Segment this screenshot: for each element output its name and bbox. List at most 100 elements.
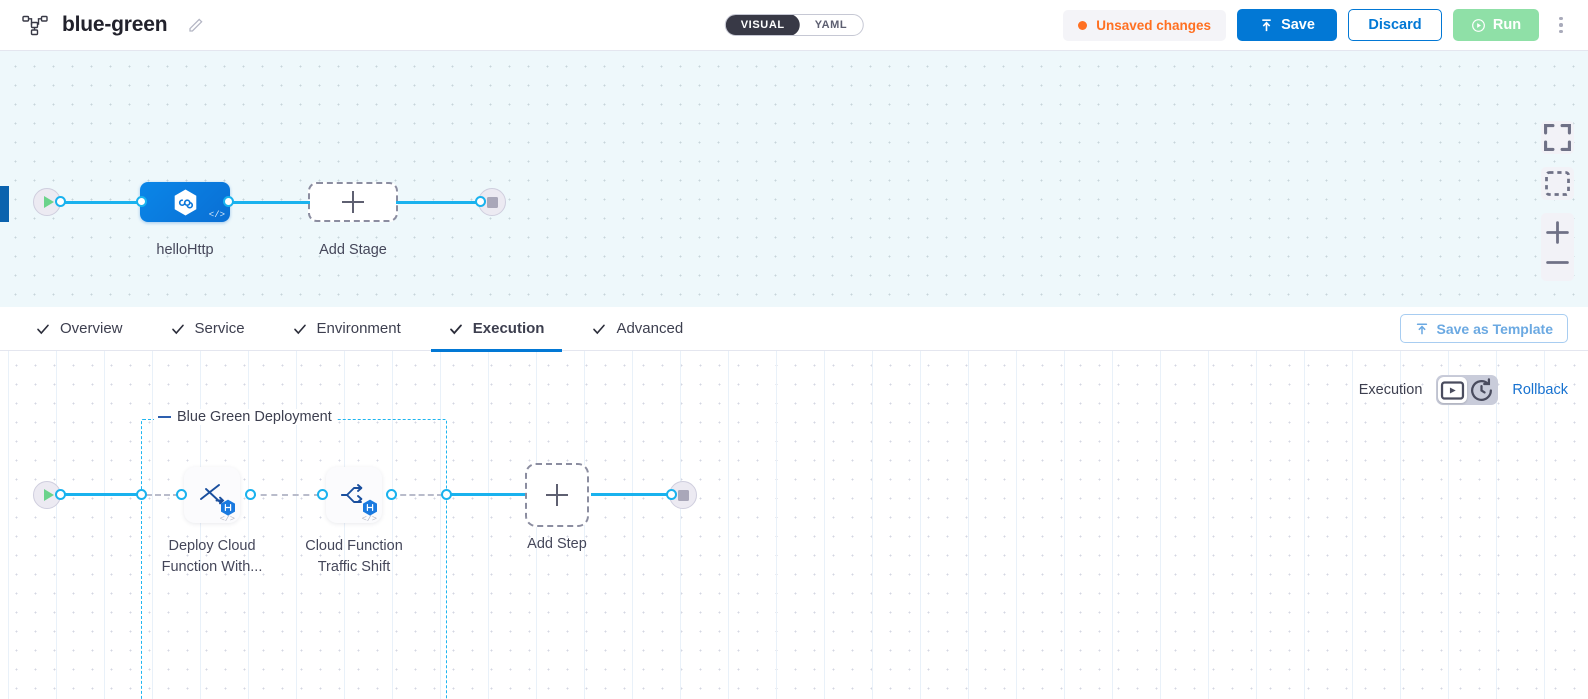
pencil-icon[interactable] bbox=[187, 17, 204, 34]
edge-group-to-addstep bbox=[451, 493, 525, 496]
add-step-label: Add Step bbox=[527, 536, 587, 552]
stop-icon bbox=[677, 489, 689, 501]
check-icon bbox=[592, 322, 606, 336]
code-glyph-icon: </> bbox=[208, 210, 225, 220]
add-stage-button[interactable] bbox=[308, 182, 398, 222]
tab-execution[interactable]: Execution bbox=[430, 307, 563, 352]
port-hellohttp-out[interactable] bbox=[223, 196, 234, 207]
canvas-left-accent bbox=[0, 186, 9, 222]
step-label-cloud-function-traffic-shift: Cloud Function Traffic Shift bbox=[294, 536, 414, 578]
edge-step1-to-step2 bbox=[250, 494, 320, 496]
port-step2-out[interactable] bbox=[386, 489, 397, 500]
tab-label: Execution bbox=[472, 320, 545, 337]
tab-label: Advanced bbox=[616, 320, 684, 337]
run-label: Run bbox=[1492, 17, 1522, 33]
save-label: Save bbox=[1281, 17, 1315, 33]
kebab-menu-icon[interactable] bbox=[1550, 10, 1572, 40]
stage-canvas[interactable]: </> helloHttp Add Stage bbox=[0, 51, 1588, 307]
view-mode-toggle[interactable]: VISUAL YAML bbox=[724, 14, 864, 36]
port-step2-in[interactable] bbox=[317, 489, 328, 500]
stage-label-hellohttp: helloHttp bbox=[156, 242, 214, 258]
zoom-controls bbox=[1541, 213, 1574, 281]
stage-group-title[interactable]: Blue Green Deployment bbox=[154, 409, 336, 425]
port-end-in[interactable] bbox=[666, 489, 677, 500]
pipeline-icon bbox=[22, 14, 48, 36]
toggle-visual[interactable]: VISUAL bbox=[725, 15, 800, 35]
check-icon bbox=[449, 322, 463, 336]
edge-addstep-to-end bbox=[591, 493, 670, 496]
harness-hex-badge bbox=[221, 499, 235, 516]
execution-canvas[interactable]: Execution Rollback bbox=[0, 351, 1588, 699]
edge-addstage-to-end bbox=[396, 201, 480, 204]
code-glyph-icon: </> bbox=[219, 514, 235, 524]
selection-box-icon[interactable] bbox=[1541, 167, 1574, 200]
port-hellohttp-in[interactable] bbox=[136, 196, 147, 207]
zoom-in-icon[interactable] bbox=[1541, 217, 1574, 247]
upload-icon bbox=[1416, 322, 1427, 334]
check-icon bbox=[36, 322, 50, 336]
tab-advanced[interactable]: Advanced bbox=[574, 307, 701, 351]
toggle-yaml[interactable]: YAML bbox=[814, 19, 848, 31]
check-icon bbox=[171, 322, 185, 336]
hexagon-link-icon bbox=[174, 188, 196, 216]
step-node-deploy-cloud-function[interactable]: </> bbox=[184, 467, 240, 524]
collapse-dash-icon[interactable] bbox=[158, 416, 171, 418]
save-as-template-label: Save as Template bbox=[1436, 320, 1553, 337]
header-left: blue-green bbox=[0, 13, 204, 37]
port-step1-in[interactable] bbox=[176, 489, 187, 500]
run-button[interactable]: Run bbox=[1453, 9, 1539, 41]
step-label-deploy-cloud-function: Deploy Cloud Function With... bbox=[152, 536, 272, 578]
stage-group-label: Blue Green Deployment bbox=[177, 409, 332, 425]
step-label-line1: Cloud Function bbox=[305, 538, 403, 554]
rollout-strategy-icon[interactable] bbox=[1438, 377, 1468, 403]
harness-hex-badge bbox=[363, 499, 377, 516]
step-label-line2: Function With... bbox=[161, 559, 263, 575]
save-button[interactable]: Save bbox=[1237, 9, 1337, 41]
upload-arrow-icon bbox=[1262, 18, 1271, 31]
port-step1-out[interactable] bbox=[245, 489, 256, 500]
tab-environment[interactable]: Environment bbox=[275, 307, 419, 351]
deploy-cloud-function-icon bbox=[200, 484, 225, 505]
rollback-link[interactable]: Rollback bbox=[1512, 382, 1568, 398]
port-group-out[interactable] bbox=[441, 489, 452, 500]
tab-label: Overview bbox=[60, 320, 123, 337]
play-icon bbox=[43, 489, 54, 501]
page-title: blue-green bbox=[62, 13, 168, 36]
edge-group-to-step1 bbox=[146, 494, 179, 496]
visual-yaml-toggle[interactable]: VISUAL YAML bbox=[724, 14, 864, 36]
header-actions: Unsaved changes Save Discard Run bbox=[1063, 9, 1588, 41]
execution-controls: Execution Rollback bbox=[1359, 375, 1568, 405]
unsaved-changes-label: Unsaved changes bbox=[1096, 17, 1211, 33]
discard-button[interactable]: Discard bbox=[1348, 9, 1442, 41]
step-node-cloud-function-traffic-shift[interactable]: </> bbox=[326, 467, 382, 524]
port-start-out[interactable] bbox=[55, 196, 66, 207]
add-stage-label: Add Stage bbox=[319, 242, 387, 258]
zoom-out-icon[interactable] bbox=[1541, 247, 1574, 277]
step-label-line2: Traffic Shift bbox=[317, 559, 391, 575]
edge-start-to-hellohttp bbox=[57, 201, 143, 204]
tab-label: Environment bbox=[316, 320, 401, 337]
stage-group-blue-green[interactable]: Blue Green Deployment bbox=[141, 409, 447, 699]
save-as-template-button[interactable]: Save as Template bbox=[1399, 314, 1568, 343]
port-start-out[interactable] bbox=[55, 489, 66, 500]
tab-service[interactable]: Service bbox=[153, 307, 263, 351]
plus-icon bbox=[342, 191, 364, 213]
fit-screen-icon[interactable] bbox=[1541, 121, 1574, 154]
traffic-split-icon bbox=[341, 484, 363, 503]
execution-rollback-toggle[interactable] bbox=[1436, 375, 1499, 405]
add-step-button[interactable] bbox=[525, 463, 589, 527]
play-icon bbox=[43, 196, 54, 208]
config-tabs: Overview Service Environment Execution A… bbox=[0, 307, 1588, 352]
port-end-in[interactable] bbox=[475, 196, 486, 207]
rollback-clock-icon[interactable] bbox=[1467, 377, 1496, 403]
tab-overview[interactable]: Overview bbox=[18, 307, 141, 351]
unsaved-changes-badge: Unsaved changes bbox=[1063, 9, 1226, 41]
check-icon bbox=[293, 322, 307, 336]
code-glyph-icon: </> bbox=[361, 514, 377, 524]
app-header: blue-green VISUAL YAML Unsaved changes bbox=[0, 0, 1588, 51]
port-group-in[interactable] bbox=[136, 489, 147, 500]
edge-start-to-group bbox=[57, 493, 141, 496]
tab-label: Service bbox=[194, 320, 245, 337]
stage-node-hellohttp[interactable]: </> bbox=[140, 182, 230, 222]
